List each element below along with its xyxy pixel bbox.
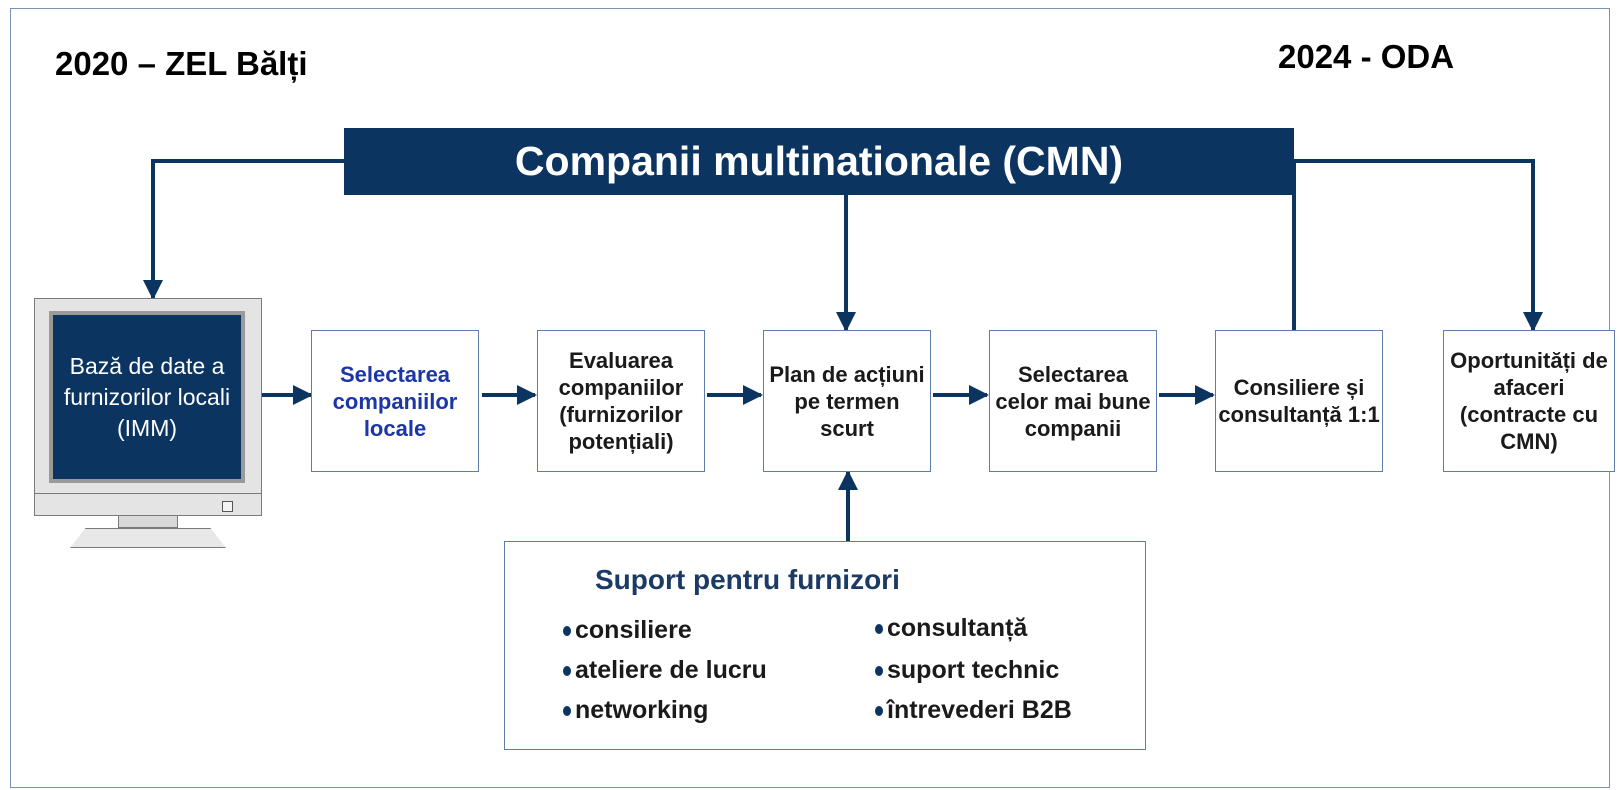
support-item: consiliere xyxy=(563,616,692,645)
step-select-local-companies: Selectarea companiilor locale xyxy=(311,330,479,472)
left-title: 2020 – ZEL Bălți xyxy=(55,45,308,82)
database-monitor: Bază de date a furnizorilor locali (IMM) xyxy=(34,298,262,554)
support-item: suport technic xyxy=(875,656,1059,685)
step-evaluate-companies: Evaluarea companiilor (furnizorilor pote… xyxy=(537,330,705,472)
power-button-icon xyxy=(222,501,233,512)
monitor-base xyxy=(70,528,226,548)
supplier-support-box: Suport pentru furnizori consiliere ateli… xyxy=(504,541,1146,750)
support-item: networking xyxy=(563,696,708,725)
monitor-chin xyxy=(34,494,262,516)
bullet-icon xyxy=(875,665,883,676)
banner-to-opportunities-arrow xyxy=(1294,159,1543,332)
banner-to-database-arrow xyxy=(143,159,344,300)
cmn-banner: Companii multinationale (CMN) xyxy=(344,128,1294,195)
bullet-icon xyxy=(563,665,571,676)
database-screen: Bază de date a furnizorilor locali (IMM) xyxy=(49,311,245,483)
support-item: întrevederi B2B xyxy=(875,696,1072,725)
monitor-neck xyxy=(118,516,178,528)
step-consultancy: Consiliere și consultanță 1:1 xyxy=(1215,330,1383,472)
right-title: 2024 - ODA xyxy=(1278,38,1455,75)
step-select-best-companies: Selectarea celor mai bune companii xyxy=(989,330,1157,472)
support-item: consultanță xyxy=(875,614,1027,643)
step-business-opportunities: Oportunități de afaceri (contracte cu CM… xyxy=(1443,330,1615,472)
bullet-icon xyxy=(875,705,883,716)
bullet-icon xyxy=(875,623,883,634)
bullet-icon xyxy=(563,625,571,636)
support-title: Suport pentru furnizori xyxy=(595,564,900,595)
support-item: ateliere de lucru xyxy=(563,656,767,685)
bullet-icon xyxy=(563,705,571,716)
step-action-plan: Plan de acțiuni pe termen scurt xyxy=(763,330,931,472)
